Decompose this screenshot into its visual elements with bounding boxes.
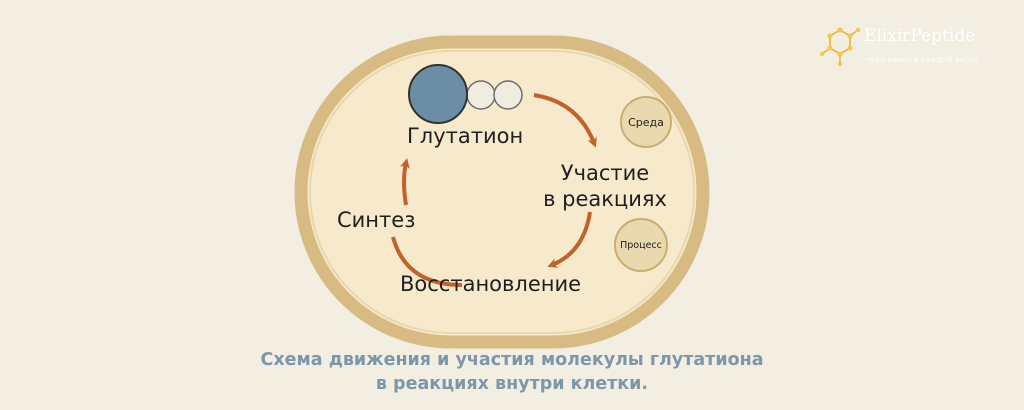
cell-outer-membrane [294, 35, 710, 349]
molecule-main-sphere [408, 64, 468, 124]
node-synthesis: Синтез [337, 208, 416, 232]
node-glutathione: Глутатион [407, 124, 524, 148]
environment-bubble: Среда [620, 96, 672, 148]
node-participation: Участие в реакциях [540, 160, 670, 212]
brand-logo: ElixirPeptide ЧУДО НАУКИ В КАЖДОЙ КАПЛЕ [818, 24, 1008, 74]
arrow-to-glutathione [399, 158, 410, 206]
logo-name: ElixirPeptide [864, 26, 976, 46]
arrow-restoration-to-synthesis [391, 236, 463, 287]
node-participation-line1: Участие [560, 161, 650, 185]
molecule-small-bead-2 [493, 80, 523, 110]
node-participation-line2: в реакциях [543, 187, 667, 211]
process-bubble: Процесс [614, 218, 668, 272]
caption-line2: в реакциях внутри клетки. [375, 374, 649, 394]
arrow-to-participation [533, 93, 597, 148]
node-restoration: Восстановление [400, 272, 582, 296]
molecule-small-bead-1 [466, 80, 496, 110]
caption-line1: Схема движения и участия молекулы глутат… [260, 350, 764, 370]
logo-tagline: ЧУДО НАУКИ В КАЖДОЙ КАПЛЕ [866, 56, 980, 64]
caption: Схема движения и участия молекулы глутат… [0, 348, 1024, 396]
cell-inner-membrane [309, 50, 695, 334]
arrow-to-restoration [547, 211, 592, 268]
molecule-icon [819, 27, 861, 67]
